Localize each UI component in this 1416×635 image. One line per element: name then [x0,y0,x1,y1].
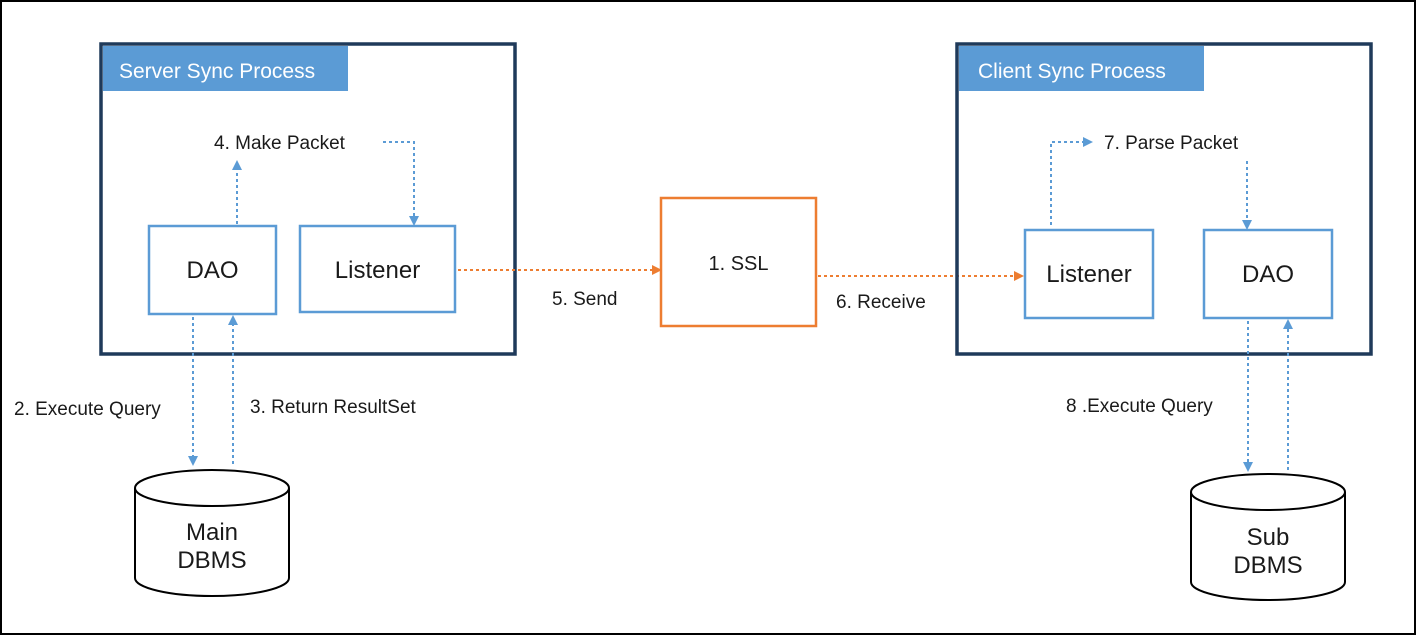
return-resultset-label: 3. Return ResultSet [250,397,417,418]
server-dao-box [147,224,278,316]
client-title: Client Sync Process [978,60,1166,83]
main-dbms-cylinder [134,469,290,597]
client-dao-box [1202,228,1334,320]
sub-dbms-line1: Sub [1247,524,1290,551]
server-title: Server Sync Process [119,60,315,83]
client-listener-box [1023,228,1155,320]
sub-dbms-line2: DBMS [1233,552,1302,579]
client-dao-label: DAO [1242,261,1294,288]
main-dbms-line1: Main [186,519,238,546]
sub-dbms-cylinder [1190,473,1346,601]
client-listener-label: Listener [1046,261,1131,288]
server-title-bar [103,46,348,91]
server-listener-label: Listener [335,257,420,284]
server-sync-frame [99,42,517,356]
ssl-label: 1. SSL [708,253,768,275]
main-dbms-line2: DBMS [177,547,246,574]
ssl-box [659,196,818,328]
execute-query-label: 2. Execute Query [14,399,161,420]
make-packet-label: 4. Make Packet [214,133,346,154]
send-label: 5. Send [552,289,618,310]
listener-to-parse-packet-arrow [1050,137,1093,225]
make-packet-to-listener-arrow [383,141,419,226]
client-execute-query-label: 8 .Execute Query [1066,396,1213,417]
server-dao-label: DAO [186,257,238,284]
parse-packet-label: 7. Parse Packet [1104,133,1239,154]
client-title-bar [959,46,1204,91]
receive-label: 6. Receive [836,292,926,313]
server-listener-box [298,224,457,314]
client-sync-frame [955,42,1373,356]
